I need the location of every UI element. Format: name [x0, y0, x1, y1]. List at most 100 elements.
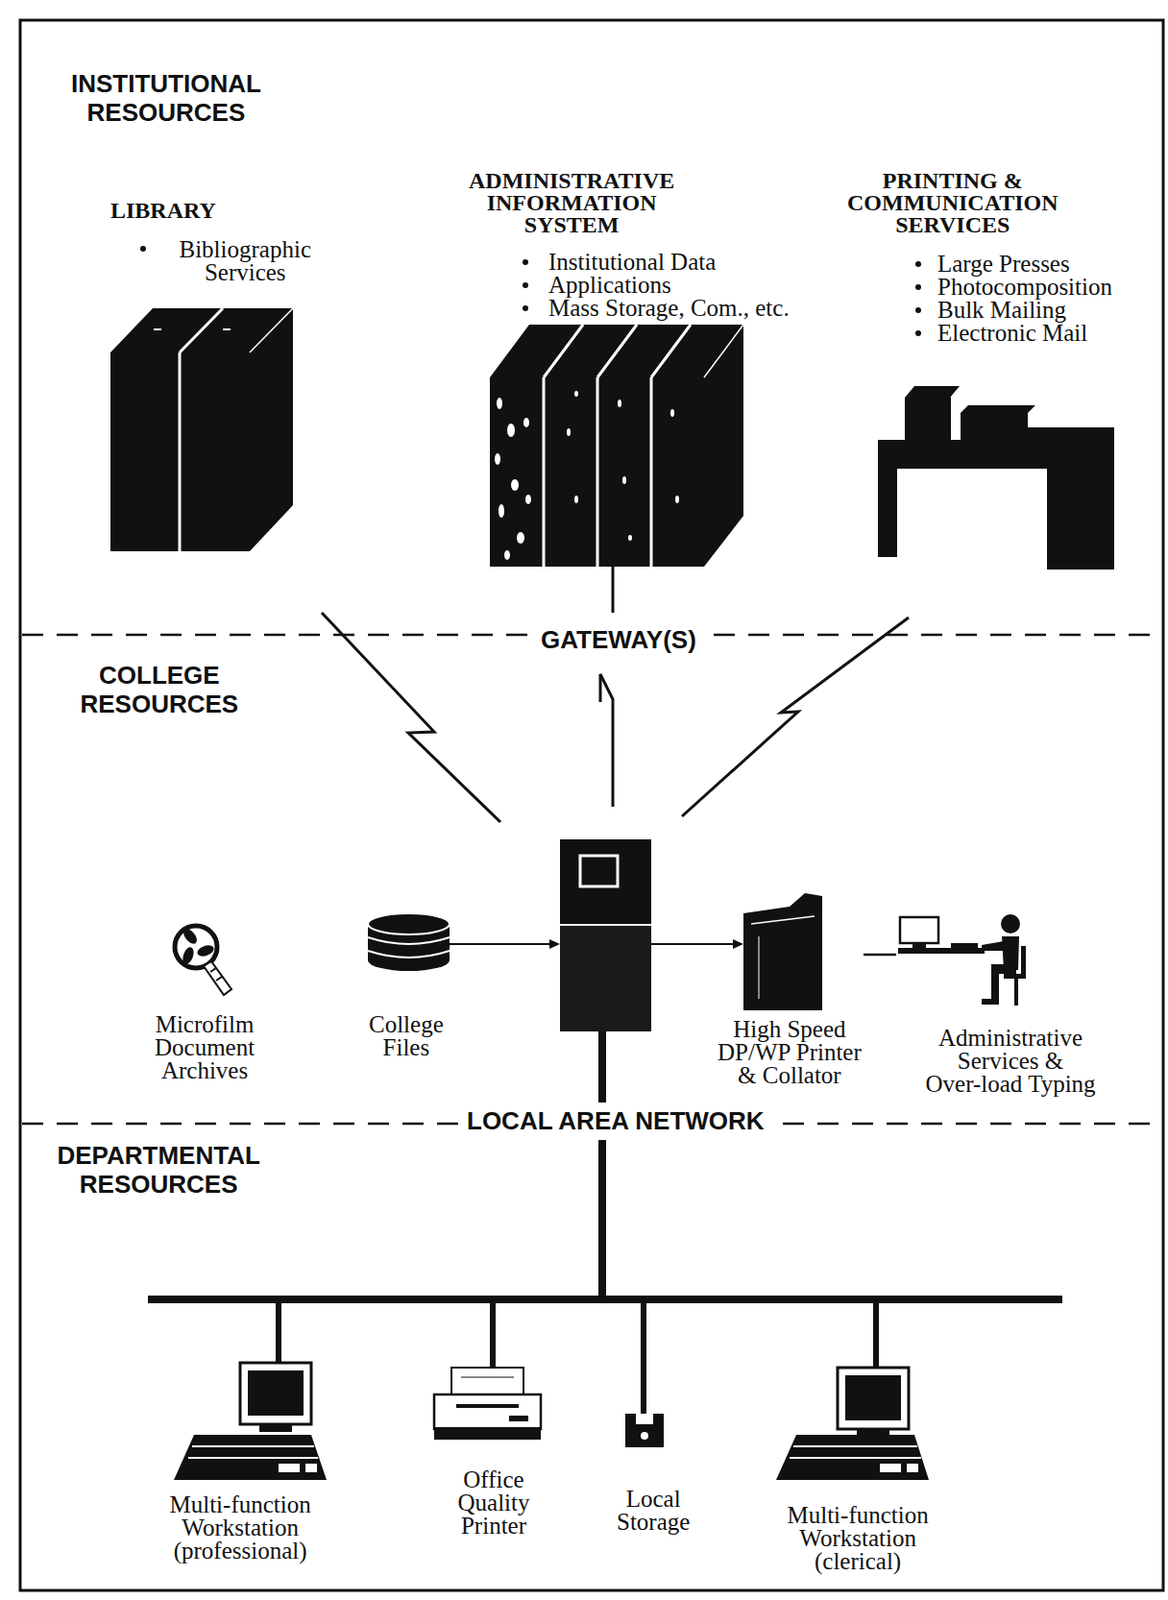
text-line: Services &	[925, 1049, 1096, 1073]
node-text: Bibliographic Services	[179, 238, 312, 285]
printing-press	[1046, 459, 1115, 570]
node-text: College Files	[368, 1013, 444, 1060]
mainframe-cabinets	[574, 390, 579, 397]
text-line: & Collator	[717, 1064, 862, 1088]
text-line: Multi-function	[170, 1493, 312, 1517]
lan-cable	[489, 1303, 496, 1368]
high-speed-printer	[743, 893, 823, 1011]
resource-node: Multi-function Workstation (clerical)	[774, 1361, 931, 1576]
printing-press	[877, 459, 898, 558]
mainframe-cabinets	[494, 453, 501, 465]
mainframe-cabinets	[574, 495, 579, 504]
disk-stack	[367, 950, 450, 958]
mainframe-cabinets	[543, 324, 584, 378]
bullet-dot	[522, 259, 529, 266]
library-cabinet	[222, 328, 231, 331]
mainframe-cabinets	[566, 428, 571, 437]
node-heading: PRINTING & COMMUNICATION SERVICES	[847, 170, 1059, 237]
mainframe-cabinets	[489, 324, 744, 378]
printing-press	[950, 386, 961, 398]
printing-press	[960, 413, 1028, 440]
bullet-dot	[915, 261, 922, 268]
printing-press	[904, 397, 951, 440]
printing-press	[897, 459, 1047, 469]
resource-node: ADMINISTRATIVE INFORMATION SYSTEMInstitu…	[466, 168, 792, 569]
connector-line	[863, 953, 897, 957]
node-text: Multi-function Workstation (clerical)	[787, 1504, 929, 1574]
disk-stack	[367, 913, 450, 972]
section-label: COLLEGE RESOURCES	[74, 660, 245, 719]
bullet-dot	[140, 245, 146, 252]
text-line: Printer	[458, 1514, 531, 1538]
typist-figure	[991, 964, 999, 1003]
resource-node: College Files	[365, 911, 452, 1062]
office-printer	[451, 1367, 524, 1395]
mainframe-cabinets	[670, 409, 675, 417]
text-line: Document	[154, 1036, 255, 1060]
node-text: Photocomposition	[937, 275, 1113, 299]
disk-stack	[367, 913, 450, 935]
mainframe-cabinets	[704, 324, 744, 378]
bullet-dot	[915, 330, 922, 337]
lightning-link	[321, 612, 501, 823]
printing-press	[904, 386, 961, 398]
microfilm-icon	[195, 943, 216, 959]
mainframe-cabinets	[651, 324, 691, 378]
lan-cable	[598, 1031, 607, 1103]
text-line: INFORMATION	[468, 192, 675, 215]
workstation-icon	[837, 1367, 909, 1430]
resource-node: High Speed DP/WP Printer & Collator	[715, 891, 864, 1090]
library-cabinet	[178, 352, 182, 552]
text-line: PRINTING &	[847, 170, 1059, 193]
text-line: Storage	[616, 1510, 690, 1534]
text-line: DP/WP Printer	[717, 1041, 862, 1065]
text-line: Applications	[548, 273, 672, 297]
mainframe-cabinets	[494, 390, 680, 560]
workstation-icon	[879, 1463, 901, 1473]
text-line: Quality	[458, 1491, 531, 1515]
mainframe-cabinets	[504, 550, 511, 560]
typist-figure	[981, 941, 1007, 951]
workstation-icon	[793, 1445, 918, 1448]
data-arrow	[651, 943, 736, 946]
typist-figure	[1014, 978, 1019, 1006]
workstation-icon	[856, 1429, 890, 1436]
text-line: Workstation	[170, 1516, 312, 1540]
library-cabinet	[110, 352, 250, 552]
lan-cable	[147, 1031, 1063, 1414]
typist-figure	[912, 943, 926, 949]
resource-node: Local Storage	[614, 1411, 692, 1536]
resource-node: LIBRARYBibliographic Services	[108, 197, 314, 554]
microfilm-icon	[180, 926, 199, 947]
disk-stack	[367, 949, 450, 972]
typist-figure	[898, 948, 985, 954]
printing-press	[1027, 427, 1115, 440]
node-text: Office Quality Printer	[458, 1468, 531, 1538]
page-frame	[20, 20, 1164, 1591]
text-line: Multi-function	[787, 1504, 929, 1528]
mainframe-cabinets	[542, 377, 546, 567]
network-hub	[559, 925, 652, 1032]
mainframe-cabinets	[523, 417, 530, 428]
resource-node: Microfilm Document Archives	[152, 921, 257, 1085]
office-printer	[461, 1377, 514, 1379]
workstation-icon	[789, 1457, 922, 1460]
text-line: RESOURCES	[71, 97, 262, 127]
text-line: INSTITUTIONAL	[71, 69, 262, 98]
text-line: ADMINISTRATIVE	[468, 170, 675, 193]
lan-cable	[640, 1303, 647, 1414]
workstation-icon	[247, 1370, 304, 1416]
mainframe-cabinets	[507, 423, 515, 438]
workstation-icon	[776, 1367, 929, 1481]
workstation-icon	[188, 1457, 318, 1460]
office-printer	[509, 1415, 529, 1422]
office-printer	[434, 1367, 541, 1440]
network-hub	[559, 839, 652, 925]
mainframe-cabinets	[628, 535, 633, 541]
text-line: Electronic Mail	[937, 321, 1088, 345]
workstation-icon	[192, 1445, 315, 1448]
text-line: COLLEGE	[80, 660, 240, 690]
node-text: Institutional Data	[548, 250, 716, 274]
